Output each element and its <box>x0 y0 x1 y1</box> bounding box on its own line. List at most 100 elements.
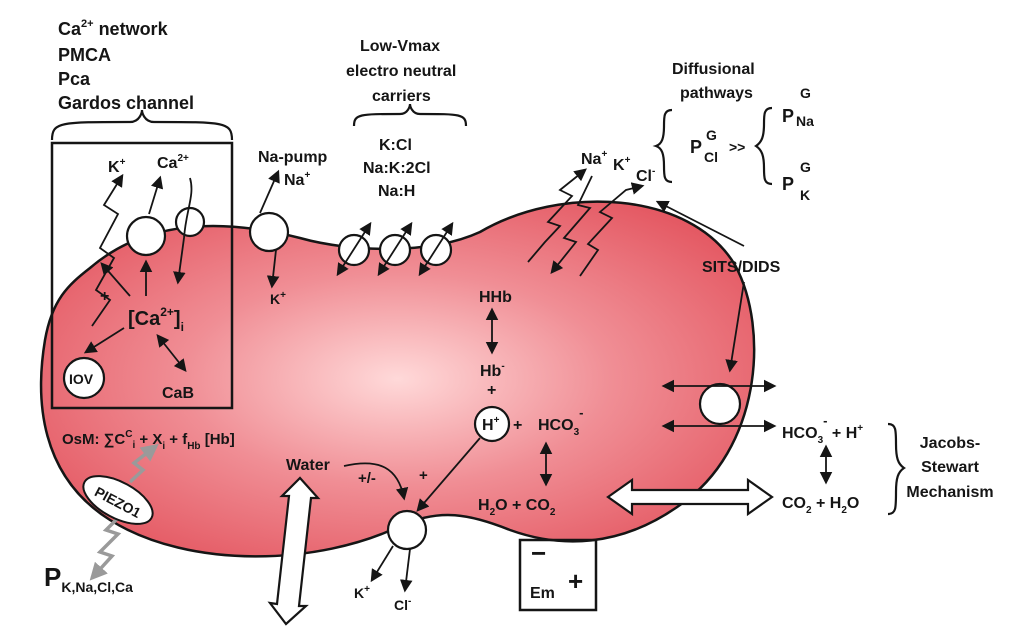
svg-text:OsM: ∑CCi + Xi + fHb [Hb]: OsM: ∑CCi + Xi + fHb [Hb] <box>62 429 235 452</box>
na-pump <box>248 211 290 253</box>
svg-text:K+: K+ <box>613 155 631 174</box>
diffusion-na-label: Na <box>581 151 602 168</box>
p-k-label: P <box>782 174 794 194</box>
jacobs-stewart-brace <box>887 422 906 516</box>
diffusional-title-2: pathways <box>680 85 753 102</box>
proton-label: H <box>482 417 494 434</box>
svg-text:Cl: Cl <box>704 149 718 165</box>
carriers-title-2: electro neutral <box>346 63 456 80</box>
nak2cl-carrier-arrow <box>377 221 413 277</box>
activation-plus: + <box>100 288 109 305</box>
carriers-title-3: carriers <box>372 88 431 105</box>
pmca-pump <box>174 206 206 238</box>
svg-text:Cl-: Cl- <box>636 166 655 185</box>
piezo-to-osm-arrow <box>128 443 159 484</box>
sits-dids-label: SITS/DIDS <box>702 259 781 276</box>
svg-text:CO2 + H2O: CO2 + H2O <box>782 495 859 516</box>
kcl-carrier-arrow <box>336 221 372 277</box>
svg-text:Na+: Na+ <box>581 149 607 168</box>
diffusion-k-label: K <box>613 157 625 174</box>
diffusional-left-brace <box>652 108 673 184</box>
hb-plus-label: + <box>487 382 496 399</box>
na-pump-k-label: K <box>270 291 280 307</box>
carriers-brace <box>352 103 468 127</box>
nak2cl-carrier-label: Na:K:2Cl <box>363 160 431 177</box>
na-diffusion-arrow <box>527 170 585 263</box>
diffusion-cl-label: Cl <box>636 168 652 185</box>
svg-text:HCO3- + H+: HCO3- + H+ <box>782 413 863 446</box>
svg-text:Hb-: Hb- <box>480 361 505 380</box>
diffusional-right-brace <box>754 106 773 186</box>
mechanism-label: Mechanism <box>906 484 993 501</box>
cl-diffusion-arrow <box>579 182 645 277</box>
svg-text:K+: K+ <box>354 584 370 601</box>
svg-text:Ca2+ network: Ca2+ network <box>58 18 169 39</box>
kcl-carrier-label: K:Cl <box>379 137 412 154</box>
ca-network-box <box>50 141 234 410</box>
stewart-label: Stewart <box>921 459 979 476</box>
iov-vesicle <box>62 356 106 400</box>
osmolarity-equation: OsM: ∑C <box>62 431 125 448</box>
svg-text:G: G <box>800 159 811 175</box>
nah-carrier-label: Na:H <box>378 183 415 200</box>
bottom-cl-exit-arrow <box>399 548 413 593</box>
proton-circle <box>473 405 511 443</box>
external-co2-h2o-label: CO <box>782 495 806 512</box>
sits-to-cl-arrow <box>655 200 745 247</box>
bottom-kcl-transporter <box>386 509 428 551</box>
gardos-k-flux-arrow <box>91 173 124 327</box>
svg-text:P: P <box>690 137 702 157</box>
co2-diffusion-double-arrow <box>606 477 774 517</box>
bottom-k-exit-arrow <box>370 545 394 583</box>
svg-text:G: G <box>706 127 717 143</box>
internal-bicarbonate-label: HCO <box>538 417 574 434</box>
anion-exchanger-band3 <box>698 382 742 426</box>
proton-plus-label: + <box>513 417 522 434</box>
ca-network-brace <box>50 109 234 141</box>
svg-text:H+: H+ <box>482 415 500 434</box>
bottom-cl-label: Cl <box>394 597 408 613</box>
piezo1-channel <box>82 475 154 525</box>
intracellular-ca-label: [Ca <box>128 308 161 330</box>
k-diffusion-arrow <box>550 175 593 274</box>
em-minus-sign: − <box>531 538 546 568</box>
svg-text:P: P <box>782 106 794 126</box>
proton-activation-plus: + <box>419 467 428 484</box>
cab-label: CaB <box>162 385 194 402</box>
pmca-label: PMCA <box>58 45 111 65</box>
external-bicarbonate-label: HCO <box>782 425 818 442</box>
proton-to-exchanger-arrow <box>416 437 481 512</box>
hhb-label: HHb <box>479 289 512 306</box>
na-pump-label: Na-pump <box>258 149 328 166</box>
carriers-title-1: Low-Vmax <box>360 38 440 55</box>
nah-carrier-arrow <box>418 221 454 277</box>
diffusional-title-1: Diffusional <box>672 61 755 78</box>
svg-text:Na: Na <box>796 113 814 129</box>
iov-label: IOV <box>69 371 94 387</box>
svg-text:Na+: Na+ <box>284 170 310 189</box>
ca-network-label: Ca <box>58 19 82 39</box>
ca-ion-label: Ca <box>157 155 178 172</box>
svg-text:Ca2+: Ca2+ <box>157 153 189 172</box>
na-pump-na-arrow <box>259 169 280 214</box>
ca-activation-arrow <box>100 262 131 297</box>
internal-h2o-co2-label: H <box>478 497 490 514</box>
em-plus-sign: + <box>568 566 583 596</box>
water-flux-double-arrow <box>267 476 321 626</box>
ca-cab-binding-arrow <box>156 334 187 372</box>
em-label: Em <box>530 585 555 602</box>
k-ion-label: K <box>108 159 120 176</box>
svg-text:G: G <box>800 85 811 101</box>
na-pump-k-arrow <box>266 249 280 289</box>
sits-to-anion-exchanger-arrow <box>725 281 745 373</box>
piezo-permeability-arrow <box>89 510 126 581</box>
bottom-k-label: K <box>354 585 364 601</box>
much-greater-label: >> <box>729 139 745 155</box>
svg-text:Cl-: Cl- <box>394 596 411 613</box>
p-na-label: P <box>782 106 794 126</box>
svg-text:K+: K+ <box>270 290 286 307</box>
svg-text:PK,Na,Cl,Ca: PK,Na,Cl,Ca <box>44 562 133 595</box>
jacobs-label: Jacobs- <box>920 435 980 452</box>
gardos-channel <box>125 215 167 257</box>
